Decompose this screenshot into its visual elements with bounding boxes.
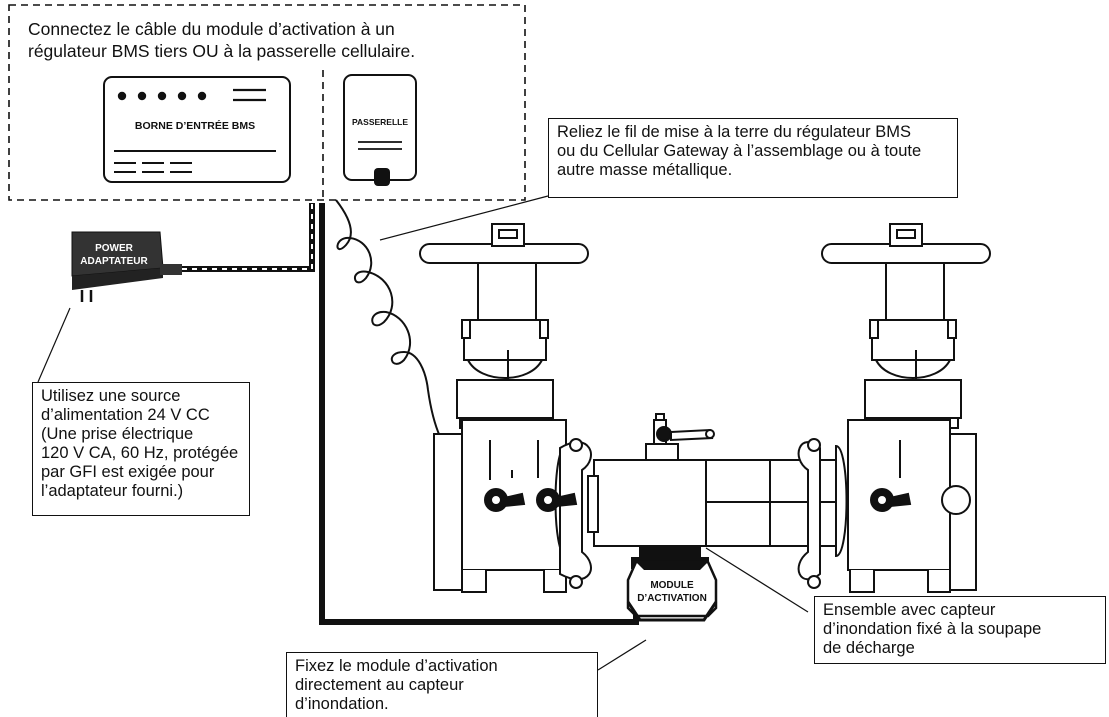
- ground-wire-line-1: Reliez le fil de mise à la terre du régu…: [557, 123, 911, 141]
- power-source-line-6: l’adaptateur fourni.): [41, 482, 184, 500]
- module-label-2: D’ACTIVATION: [637, 593, 707, 604]
- gateway-label: PASSERELLE: [352, 117, 408, 127]
- power-source-line-1: Utilisez une source: [41, 387, 181, 405]
- connect-cable-text: Connectez le câble du module d’activatio…: [28, 18, 415, 62]
- backflow-valve-assembly: [419, 223, 991, 593]
- attach-module-line-3: d’inondation.: [295, 695, 389, 713]
- connect-cable-line-1: Connectez le câble du module d’activatio…: [28, 19, 395, 39]
- ground-wire: [335, 199, 461, 463]
- power-adapter-label-1: POWER: [95, 243, 134, 254]
- leader-module: [597, 639, 647, 671]
- gateway-device: PASSERELLE: [343, 74, 417, 186]
- connect-cable-line-2: régulateur BMS tiers OU à la passerelle …: [28, 41, 416, 61]
- ground-wire-callout: Reliez le fil de mise à la terre du régu…: [548, 118, 958, 198]
- module-label-1: MODULE: [650, 580, 694, 591]
- attach-module-line-2: directement au capteur: [295, 676, 464, 694]
- flood-sensor-line-3: de décharge: [823, 639, 915, 657]
- attach-module-callout: Fixez le module d’activation directement…: [286, 652, 598, 717]
- power-adapter-label-2: ADAPTATEUR: [80, 256, 148, 267]
- flood-sensor-line-1: Ensemble avec capteur: [823, 601, 996, 619]
- attach-module-line-1: Fixez le module d’activation: [295, 657, 498, 675]
- flood-sensor-line-2: d’inondation fixé à la soupape: [823, 620, 1042, 638]
- leader-power: [37, 307, 71, 383]
- power-source-line-4: 120 V CA, 60 Hz, protégée: [41, 444, 239, 462]
- power-source-line-5: par GFI est exigée pour: [41, 463, 215, 481]
- ground-wire-line-3: autre masse métallique.: [557, 161, 733, 179]
- leader-ground: [379, 195, 549, 241]
- ground-wire-line-2: ou du Cellular Gateway à l’assemblage ou…: [557, 142, 922, 160]
- power-source-callout: Utilisez une source d’alimentation 24 V …: [32, 382, 250, 516]
- bms-terminal-device: BORNE D’ENTRÉE BMS: [103, 76, 291, 183]
- power-source-line-3: (Une prise électrique: [41, 425, 194, 443]
- connection-options-box: [8, 4, 526, 201]
- power-source-line-2: d’alimentation 24 V CC: [41, 406, 210, 424]
- leader-sensor: [705, 547, 809, 613]
- power-adapter: POWER ADAPTATEUR: [71, 231, 182, 302]
- activation-module: MODULE D’ACTIVATION: [626, 560, 718, 622]
- flood-sensor-callout: Ensemble avec capteur d’inondation fixé …: [814, 596, 1106, 664]
- bms-terminal-label: BORNE D’ENTRÉE BMS: [135, 119, 255, 132]
- power-cable: [182, 203, 315, 272]
